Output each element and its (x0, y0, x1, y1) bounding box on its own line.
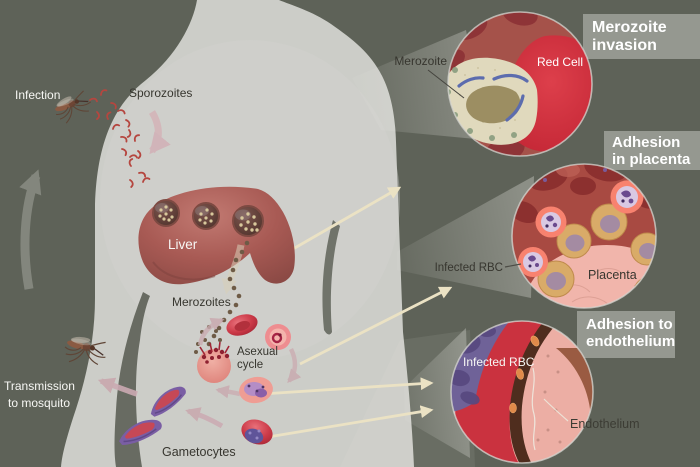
liver-schizonts (152, 199, 264, 237)
liver-illustration: Liver (138, 186, 295, 285)
sporozoites-label: Sporozoites (129, 86, 192, 100)
rupturing-schizont (197, 341, 231, 383)
leg-gap-shadow (114, 292, 150, 467)
endothelium-pointer-line (543, 398, 569, 422)
endothelium-label: Endothelium (570, 417, 640, 431)
infection-stage: Infection Sporozoites (15, 86, 192, 188)
arm-gap-shadow (322, 220, 340, 335)
placenta-label: Placenta (588, 268, 637, 282)
sporozoite-path-arrow (148, 110, 171, 155)
title-box-adhesion-endothelium (577, 311, 675, 358)
infected-rbc-label: Infected RBC (463, 355, 535, 369)
zoom-beams (340, 30, 534, 467)
gametocytes-label: Gametocytes (162, 445, 236, 459)
rbc-normal (226, 314, 258, 336)
rbc-trophozoite (239, 376, 273, 404)
title-box-merozoite-invasion (583, 14, 700, 59)
liver-label: Liver (168, 237, 198, 252)
merozoite-release: Merozoites (172, 240, 250, 354)
inset-merozoite-invasion: Red Cell Merozoite (394, 11, 593, 157)
infected-rbc-cells (518, 180, 644, 277)
endothelium-texture-line (531, 367, 536, 451)
rbc-schizont (241, 419, 273, 445)
merozoite-label: Merozoite (394, 54, 447, 68)
cycle-arrows (197, 317, 302, 399)
red-cell-label: Red Cell (537, 55, 583, 69)
vessel-wall (509, 322, 553, 463)
rbc-ring-stage (265, 324, 291, 350)
infection-label: Infection (15, 88, 60, 102)
merozoites-label: Merozoites (172, 295, 231, 309)
cycle-return-arrow (19, 169, 42, 290)
title-box-adhesion-placenta (604, 131, 700, 170)
merozoite-pointer-line (427, 69, 465, 99)
infected-rbc-pointer-line (504, 263, 522, 268)
inset-pointer-arrows (261, 186, 453, 439)
infected-rbc-label: Infected RBC (435, 262, 503, 274)
